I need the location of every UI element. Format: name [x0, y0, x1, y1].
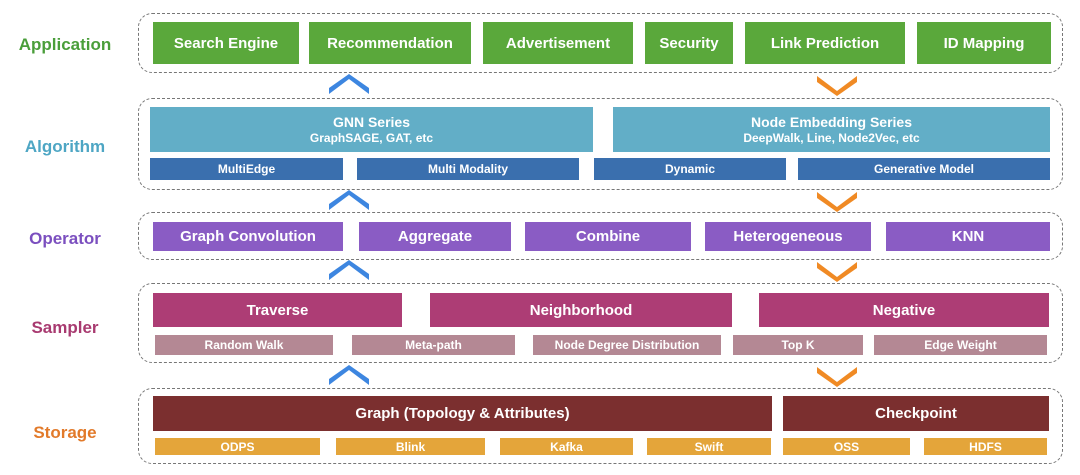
storage-blink: Blink: [336, 438, 485, 455]
storage-odps: ODPS: [155, 438, 320, 455]
sampler-meta-path: Meta-path: [352, 335, 515, 355]
sampler-neighborhood: Neighborhood: [430, 293, 732, 327]
algo-gnn-subtitle: GraphSAGE, GAT, etc: [309, 130, 434, 145]
storage-oss: OSS: [783, 438, 910, 455]
layer-label-algorithm: Algorithm: [24, 137, 106, 156]
layer-label-application: Application: [18, 35, 112, 54]
app-link-prediction: Link Prediction: [745, 22, 905, 64]
sampler-traverse: Traverse: [153, 293, 402, 327]
algo-generative-model: Generative Model: [798, 158, 1050, 180]
storage-kafka: Kafka: [500, 438, 633, 455]
app-recommendation: Recommendation: [309, 22, 471, 64]
algorithm-frame: [138, 98, 1063, 190]
sampler-node-degree-distribution: Node Degree Distribution: [533, 335, 721, 355]
sampler-random-walk: Random Walk: [155, 335, 333, 355]
app-security: Security: [645, 22, 733, 64]
op-knn: KNN: [886, 222, 1050, 251]
sampler-negative: Negative: [759, 293, 1049, 327]
sampler-edge-weight: Edge Weight: [874, 335, 1047, 355]
down-arrow-icon: [817, 262, 857, 282]
storage-swift: Swift: [647, 438, 771, 455]
storage-checkpoint: Checkpoint: [783, 396, 1049, 431]
algo-gnn-series: GNN Series GraphSAGE, GAT, etc: [150, 107, 593, 152]
algo-node-embedding-title: Node Embedding Series: [750, 113, 913, 130]
algo-node-embedding-series: Node Embedding Series DeepWalk, Line, No…: [613, 107, 1050, 152]
layer-label-sampler: Sampler: [31, 318, 99, 337]
storage-frame: [138, 388, 1063, 464]
up-arrow-icon: [329, 190, 369, 210]
op-combine: Combine: [525, 222, 691, 251]
storage-graph: Graph (Topology & Attributes): [153, 396, 772, 431]
op-graph-convolution: Graph Convolution: [153, 222, 343, 251]
algo-dynamic: Dynamic: [594, 158, 786, 180]
app-id-mapping: ID Mapping: [917, 22, 1051, 64]
app-search-engine: Search Engine: [153, 22, 299, 64]
application-frame: [138, 13, 1063, 73]
down-arrow-icon: [817, 76, 857, 96]
up-arrow-icon: [329, 260, 369, 280]
storage-hdfs: HDFS: [924, 438, 1047, 455]
algo-gnn-title: GNN Series: [332, 113, 411, 130]
down-arrow-icon: [817, 367, 857, 387]
algo-multi-modality: Multi Modality: [357, 158, 579, 180]
layer-label-operator: Operator: [29, 229, 101, 248]
up-arrow-icon: [329, 74, 369, 94]
down-arrow-icon: [817, 192, 857, 212]
up-arrow-icon: [329, 365, 369, 385]
algo-multiedge: MultiEdge: [150, 158, 343, 180]
algo-node-embedding-subtitle: DeepWalk, Line, Node2Vec, etc: [743, 130, 920, 145]
layer-label-storage: Storage: [33, 423, 97, 442]
operator-frame: [138, 212, 1063, 260]
app-advertisement: Advertisement: [483, 22, 633, 64]
op-heterogeneous: Heterogeneous: [705, 222, 871, 251]
sampler-top-k: Top K: [733, 335, 863, 355]
op-aggregate: Aggregate: [359, 222, 511, 251]
sampler-frame: [138, 283, 1063, 363]
